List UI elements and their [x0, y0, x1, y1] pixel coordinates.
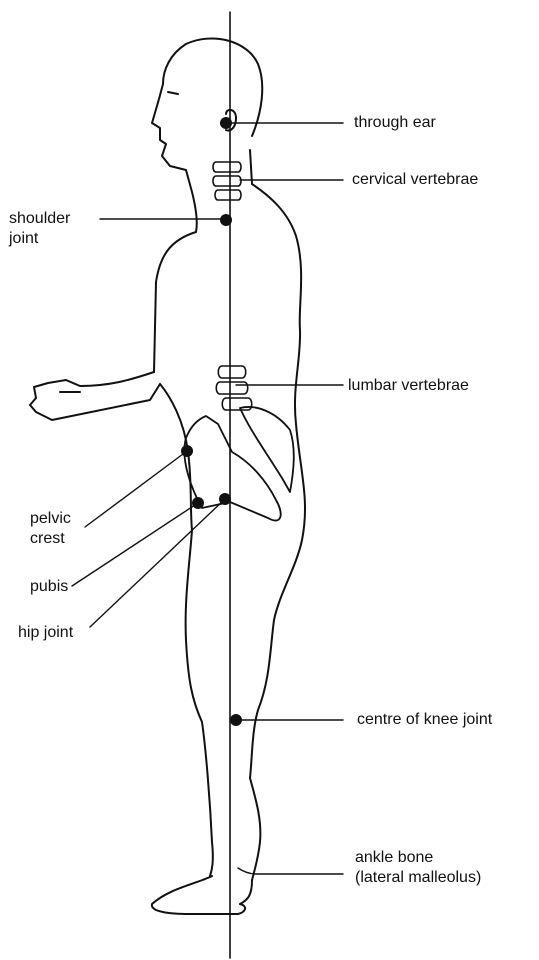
label-hip-joint: hip joint — [18, 624, 73, 642]
label-ankle-bone-line1: ankle bone — [355, 849, 433, 867]
label-pelvic-crest-line2: crest — [30, 530, 65, 548]
dot-shoulder-joint — [220, 214, 232, 226]
landmark-dots — [181, 117, 242, 726]
label-knee-joint: centre of knee joint — [357, 711, 492, 729]
label-pelvic-crest-line1: pelvic — [30, 510, 71, 528]
label-lumbar-vertebrae: lumbar vertebrae — [348, 377, 469, 395]
label-shoulder-joint-line1: shoulder — [9, 210, 70, 228]
label-shoulder-joint-line2: joint — [9, 230, 38, 248]
leader-hip-joint — [90, 499, 225, 627]
label-cervical-vertebrae: cervical vertebrae — [352, 171, 478, 189]
label-through-ear: through ear — [354, 114, 436, 132]
leader-pelvic-crest — [85, 451, 187, 527]
cervical-vertebrae-shape — [213, 162, 241, 200]
label-pubis: pubis — [30, 578, 68, 596]
label-ankle-bone-line2: (lateral malleolus) — [355, 869, 481, 887]
leader-pubis — [72, 503, 198, 586]
body-outline — [30, 38, 305, 914]
lumbar-vertebrae-shape — [216, 366, 252, 410]
